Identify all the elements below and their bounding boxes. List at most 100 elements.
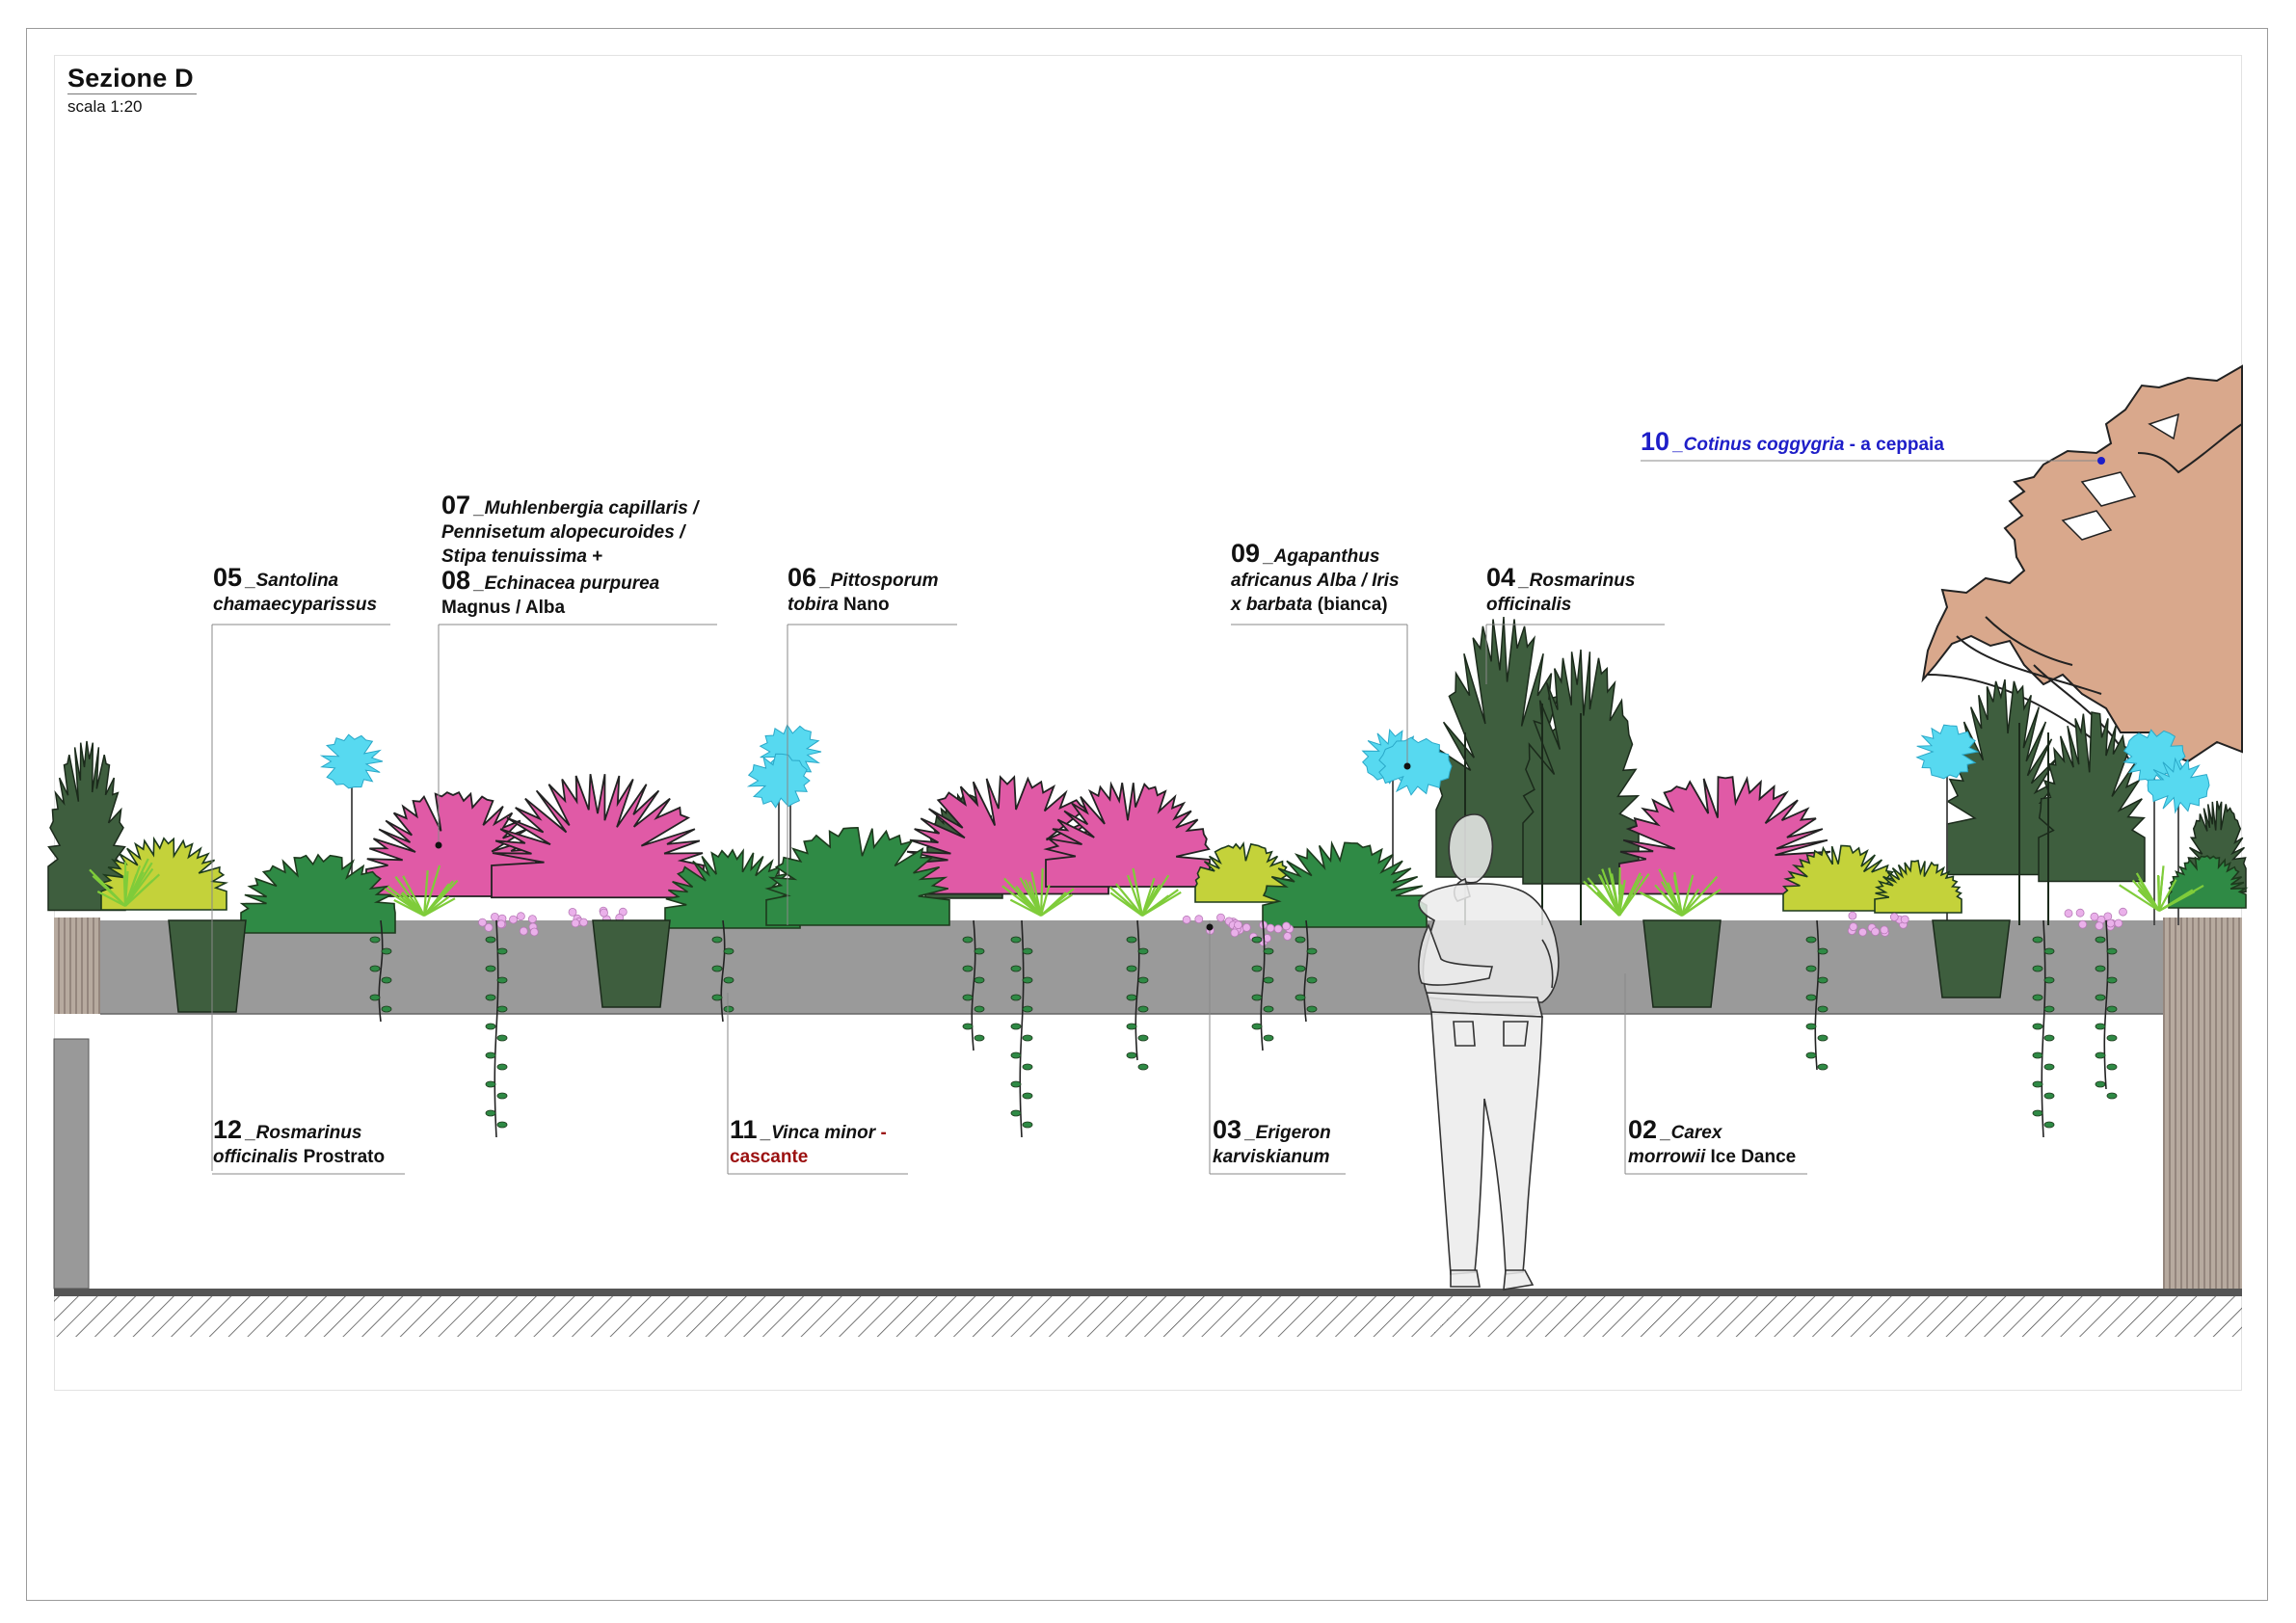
vinca-strand (485, 919, 508, 1138)
grass-blade (1040, 891, 1067, 917)
grass-blade (1019, 877, 1042, 917)
vinca-leaf (369, 994, 381, 1001)
erigeron-flower (517, 912, 525, 921)
vinca-leaf (1022, 1034, 1033, 1042)
grass-blade (1114, 883, 1143, 917)
vinca-leaf (1010, 1109, 1022, 1117)
label-10-cotinus: 10_Cotinus coggygria - a ceppaia (1641, 427, 1944, 456)
vinca-strand (369, 919, 392, 1023)
grass-blade (393, 898, 425, 917)
vinca-leaf (1251, 994, 1263, 1001)
vinca-leaf (496, 1063, 508, 1071)
erigeron-flower (2119, 907, 2127, 917)
grass-blade (1608, 867, 1621, 917)
grass-blade (1681, 897, 1707, 917)
grass-blade (124, 858, 149, 907)
rosemary-prostrate (1642, 919, 1722, 1008)
vinca-leaf (485, 936, 496, 944)
label-06-pittosporum: 06_Pittosporum tobira Nano (788, 563, 939, 616)
grass-blade (1030, 871, 1043, 917)
vinca-leaf (1805, 965, 1817, 972)
vinca-leaf (1805, 1023, 1817, 1030)
vinca-stem (1303, 919, 1309, 1023)
vinca-leaf (1010, 1080, 1022, 1088)
vinca-leaf (2095, 1080, 2106, 1088)
vinca-leaf (1306, 976, 1318, 984)
erigeron-flower (519, 926, 528, 936)
grass-blade (1681, 875, 1719, 917)
vinca-stem (971, 919, 976, 1051)
dark-shrub (47, 740, 126, 912)
vinca-strand (1295, 919, 1318, 1023)
rosemary-prostrate (168, 919, 247, 1013)
leader-dots (435, 457, 2105, 931)
vinca-leaf (496, 1121, 508, 1129)
grass-blade (387, 885, 425, 917)
label-05-santolina: 05_Santolina chamaecyparissus (213, 563, 378, 616)
shrub-mass (764, 826, 950, 926)
vinca-leaf (1263, 1034, 1274, 1042)
vinca-leaf (1022, 947, 1033, 955)
grass-clump (1108, 867, 1182, 917)
vinca-strand (2095, 919, 2118, 1100)
dark-shrub (2038, 711, 2146, 883)
vinca-leaf (711, 936, 723, 944)
vinca-leaf (2095, 1023, 2106, 1030)
erigeron-flower (1871, 927, 1880, 937)
grass-blade (2131, 879, 2160, 912)
vinca-leaf (723, 976, 734, 984)
label-12-rosmarinus-prostrato: 12_Rosmarinus officinalis Prostrato (213, 1115, 386, 1168)
erigeron-flower (1234, 920, 1242, 930)
vinca-leaf (485, 1051, 496, 1059)
vinca-stem (1019, 919, 1025, 1138)
erigeron-flower (568, 908, 577, 917)
grass-blade (1680, 874, 1695, 917)
erigeron-flower (571, 918, 580, 928)
shrub-mass (1874, 860, 1962, 914)
vinca-leaf (2032, 936, 2043, 944)
vinca-leaf (2032, 965, 2043, 972)
vinca-stem (1135, 919, 1140, 1061)
section-title: Sezione D (67, 64, 194, 93)
vinca-leaf (1010, 1051, 1022, 1059)
grass-blade (1003, 877, 1042, 917)
vinca-strand (711, 919, 734, 1023)
vinca-leaf (2032, 1109, 2043, 1117)
vinca-stem (2041, 919, 2046, 1138)
erigeron-flower (478, 918, 487, 927)
erigeron-flower (1900, 915, 1909, 924)
erigeron-flower (2114, 918, 2123, 928)
vinca-leaf (962, 994, 974, 1001)
vinca-stem (1260, 919, 1266, 1051)
erigeron-flower (2064, 909, 2073, 918)
vinca-leaf (496, 1005, 508, 1013)
grass-clump (89, 858, 161, 907)
vinca-leaf (1295, 994, 1306, 1001)
vinca-stem (378, 919, 384, 1023)
vinca-strand (1010, 919, 1033, 1138)
erigeron-flower (1241, 923, 1251, 932)
vinca-leaf (2106, 976, 2118, 984)
vinca-leaf (1817, 1005, 1829, 1013)
mid-shrubs (99, 826, 2249, 934)
vinca-leaf (1126, 965, 1137, 972)
grass-blade (1108, 886, 1143, 917)
vinca-strand (962, 919, 985, 1051)
vinca-leaf (2106, 1034, 2118, 1042)
shrub-mass (239, 853, 396, 934)
vinca-leaf (2032, 1080, 2043, 1088)
vinca-leaf (1137, 976, 1149, 984)
vinca-leaf (1295, 936, 1306, 944)
vinca-leaf (1306, 1005, 1318, 1013)
grass-blade (1039, 884, 1051, 917)
vinca-stem (720, 919, 726, 1023)
vinca-strand (1251, 919, 1274, 1051)
erigeron-clump (1847, 911, 1909, 937)
vinca-leaf (2032, 1023, 2043, 1030)
vinca-leaf (1263, 1005, 1274, 1013)
label-04-rosmarinus: 04_Rosmarinus officinalis (1486, 563, 1636, 616)
grass-blade (1126, 874, 1144, 917)
grass-blade (1681, 889, 1700, 917)
erigeron-flower (2075, 908, 2085, 918)
erigeron-clump (478, 912, 539, 937)
